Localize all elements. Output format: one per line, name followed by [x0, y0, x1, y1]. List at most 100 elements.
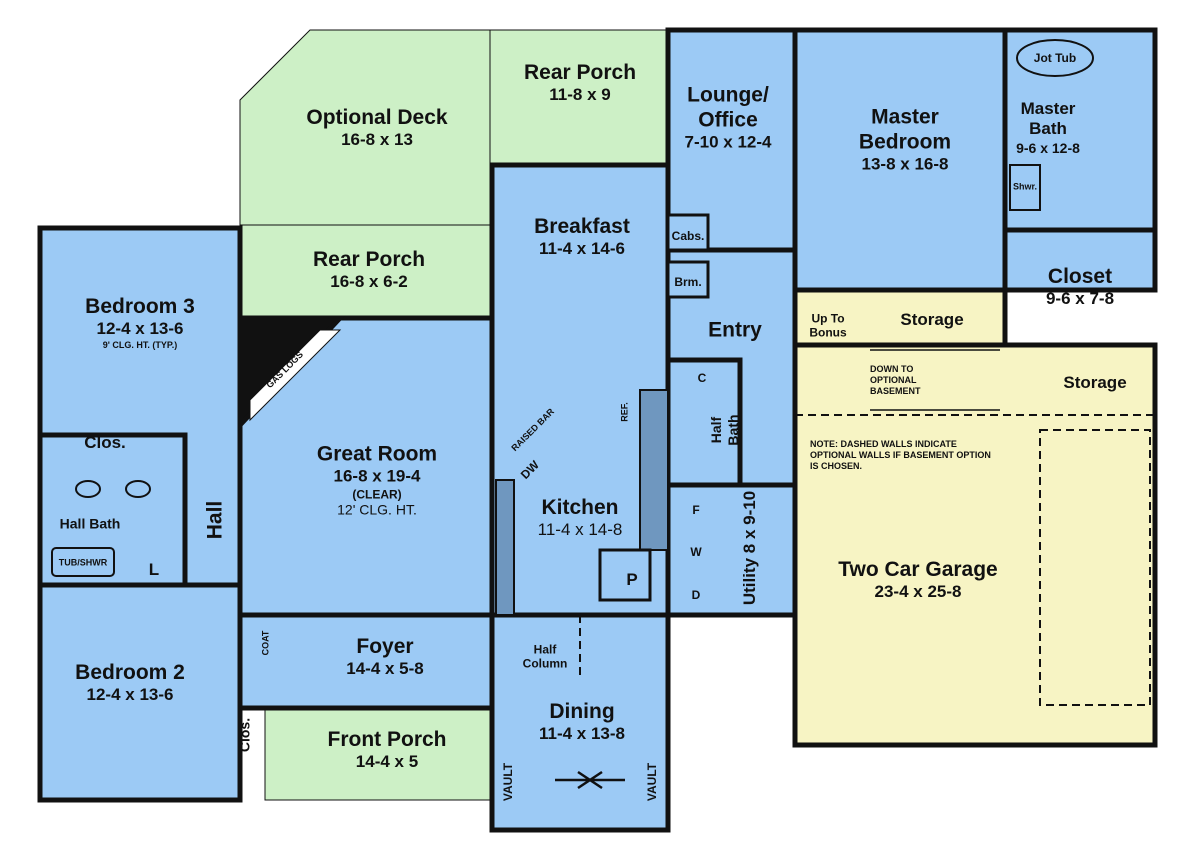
room-dims: 12-4 x 13-6 [86, 685, 174, 705]
room-name: Utility [739, 557, 759, 606]
dining-area [489, 612, 671, 833]
room-dims: 11-4 x 14-6 [538, 239, 626, 259]
dryer-label: D [691, 587, 701, 602]
half-bath-area [665, 357, 743, 488]
hall-bath-label: Hall Bath [59, 515, 121, 532]
room-clear: (CLEAR) [352, 487, 402, 502]
room-dims: 8 x 9-10 [739, 490, 759, 554]
down-to-basement-label: DOWN TO OPTIONAL BASEMENT [870, 363, 921, 396]
room-name: Breakfast [534, 215, 630, 239]
room-name: Closet [1047, 265, 1113, 289]
pantry-label: P [626, 569, 638, 589]
storage-upper-label: Storage [900, 309, 964, 329]
room-name: Optional Deck [306, 106, 448, 130]
room-name: Rear Porch [523, 61, 637, 85]
room-name: Rear Porch [312, 248, 426, 272]
shower-label: Shwr. [1012, 181, 1038, 192]
room-dims: 9-6 x 12-8 [1016, 139, 1080, 156]
room-name: Lounge/ Office [687, 83, 769, 132]
jet-tub-label: Jot Tub [1033, 50, 1077, 65]
room-name: Bedroom 3 [85, 294, 195, 318]
room-dims: 13-8 x 16-8 [861, 154, 949, 174]
closet-area [1002, 227, 1158, 293]
front-porch-area [264, 707, 493, 801]
tub-label: TUB/SHWR [58, 557, 108, 568]
room-name: Dining [549, 700, 615, 724]
room-note: 12' CLG. HT. [337, 501, 417, 518]
broom-area [666, 260, 710, 299]
garage-note: NOTE: DASHED WALLS INDICATE OPTIONAL WAL… [810, 438, 991, 471]
room-dims: 12-4 x 13-6 [96, 319, 184, 338]
room-dims: 11-4 x 13-8 [538, 724, 626, 744]
foyer-area [237, 612, 495, 711]
washer-label: W [690, 544, 702, 559]
room-name: Kitchen [541, 496, 619, 520]
freezer-label: F [692, 502, 700, 517]
master-bedroom-area [792, 27, 1008, 293]
room-name: Two Car Garage [838, 558, 998, 582]
pantry-area [598, 548, 652, 602]
linen-label: L [148, 559, 160, 579]
room-dims: 16-8 x 6-2 [330, 272, 408, 292]
cabs-label: Cabs. [671, 228, 705, 243]
half-bath-closet-label: C [697, 370, 707, 385]
storage-lower-label: Storage [1063, 372, 1127, 392]
garage-area [792, 342, 1158, 748]
room-dims: 23-4 x 25-8 [874, 582, 962, 602]
vault-right-label: VAULT [644, 762, 659, 802]
kitchen-counter [639, 389, 669, 551]
entry-label: Entry [708, 318, 762, 342]
room-dims: 16-8 x 19-4 [333, 466, 421, 486]
storage-upper-area [792, 287, 1008, 348]
room-name: Master Bath [1020, 99, 1076, 139]
broom-label: Brm. [674, 274, 702, 289]
cabs-area [666, 213, 710, 252]
utility-area [665, 482, 798, 618]
room-dims: 7-10 x 12-4 [684, 132, 772, 152]
room-name: Foyer [356, 635, 414, 659]
bedroom2-closet-label: Clos. [236, 717, 253, 753]
room-name: Great Room [316, 442, 438, 466]
kitchen-bar [495, 479, 515, 616]
room-dims: 11-4 x 14-8 [537, 520, 623, 540]
utility-label: Utility 8 x 9-10 [740, 491, 760, 605]
room-note: 9' CLG. HT. (TYP.) [102, 339, 178, 350]
room-dims: 14-4 x 5-8 [346, 659, 424, 679]
room-dims: 9-6 x 7-8 [1045, 289, 1115, 309]
hall-bath-area [37, 432, 188, 588]
master-bath-area [1002, 27, 1158, 233]
room-dims: 16-8 x 13 [341, 130, 413, 150]
ref-label: REF. [619, 402, 630, 422]
half-column-label: Half Column [522, 642, 568, 671]
room-dims: 11-8 x 9 [549, 85, 611, 105]
up-to-bonus-label: Up To Bonus [809, 311, 847, 340]
room-name: Bedroom 2 [75, 661, 185, 685]
half-bath-label: Half Bath [708, 414, 741, 446]
hall-label: Hall [203, 500, 227, 540]
rear-porch-top-area [489, 29, 669, 166]
gas-logs-hearth [249, 329, 342, 422]
room-name: Master Bedroom [858, 105, 952, 154]
vault-left-label: VAULT [500, 762, 515, 802]
room-name: Front Porch [327, 728, 447, 752]
bedroom3-closet-label: Clos. [84, 432, 126, 452]
bedroom2-area [37, 582, 243, 803]
